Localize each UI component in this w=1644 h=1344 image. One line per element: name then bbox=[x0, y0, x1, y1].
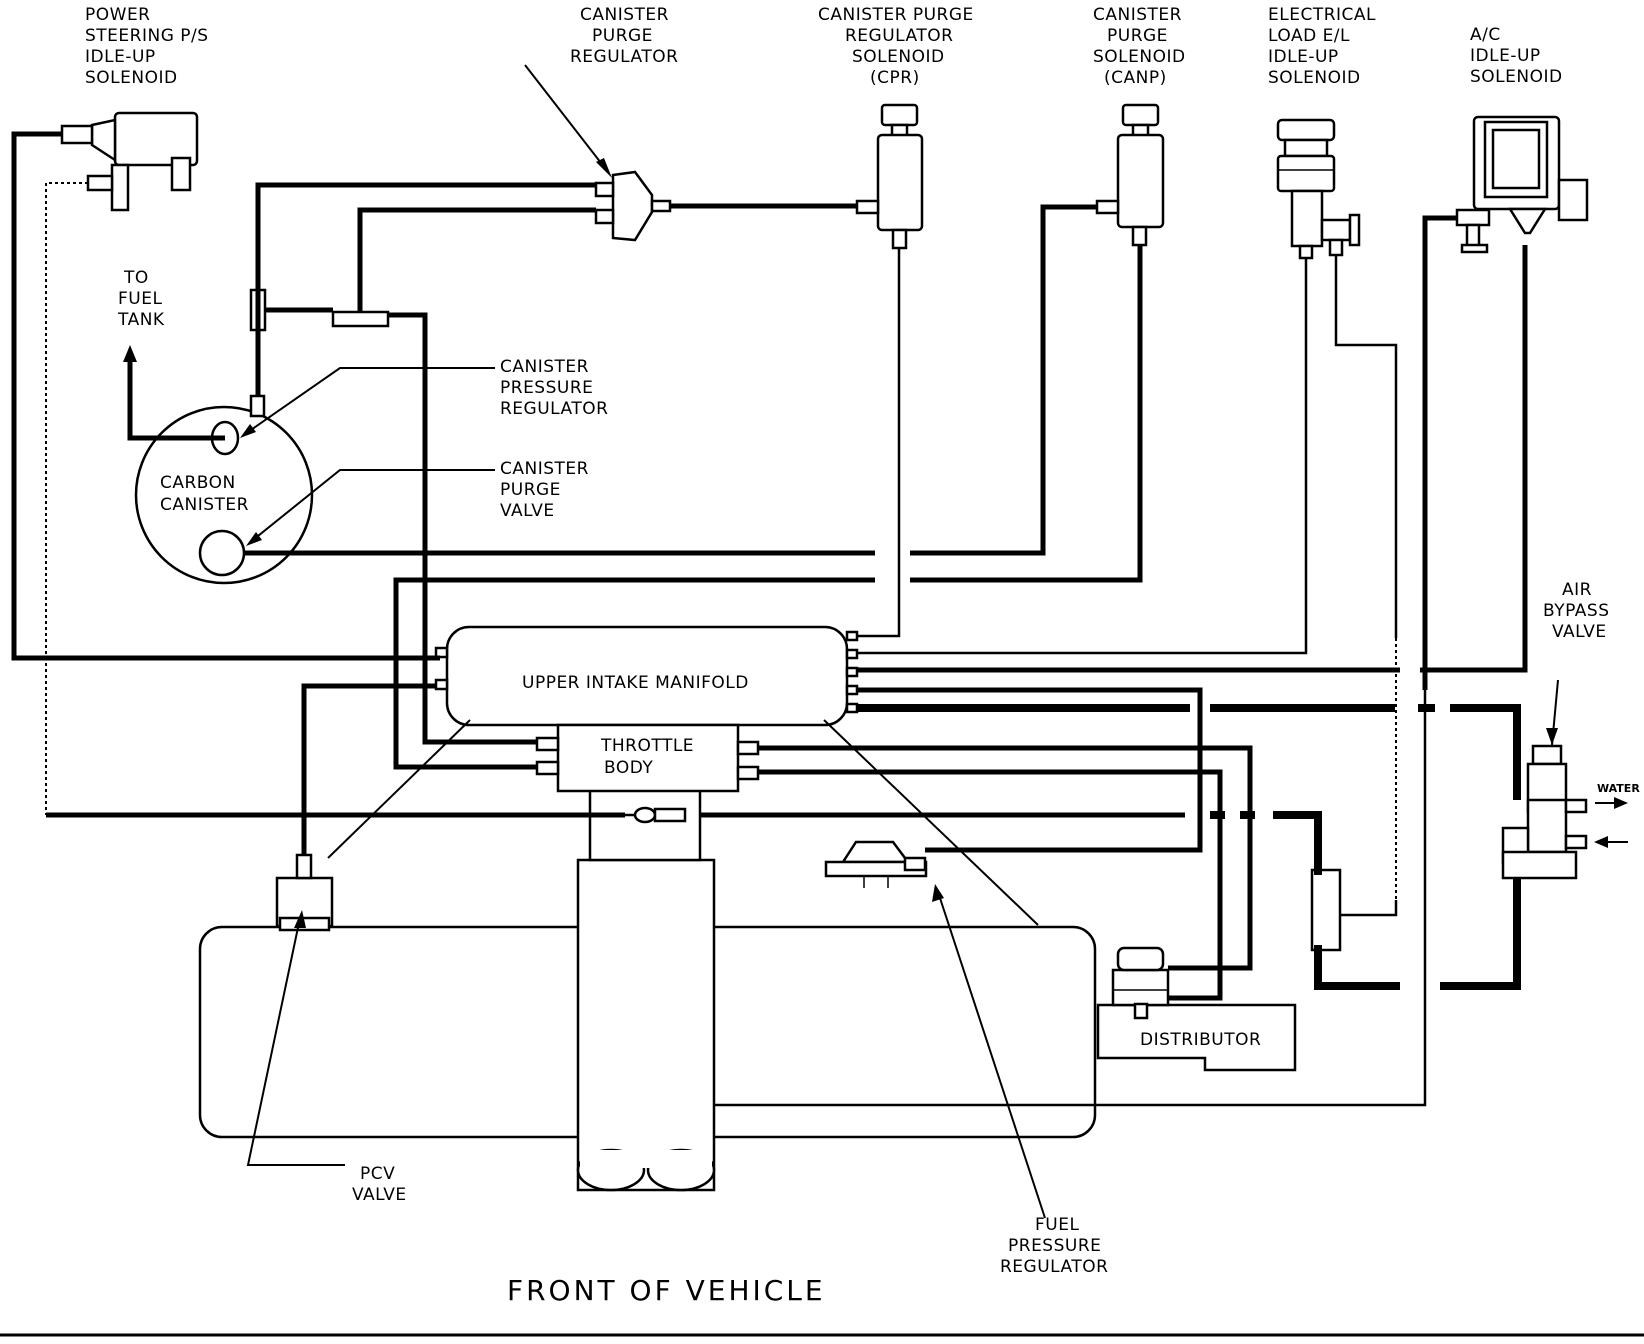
svg-text:POWER: POWER bbox=[85, 5, 151, 25]
label-canister-pressure-regulator: CANISTER PRESSURE REGULATOR bbox=[500, 357, 608, 419]
cpr-solenoid bbox=[855, 103, 924, 250]
svg-text:CANISTER: CANISTER bbox=[500, 357, 589, 377]
label-to-fuel-tank: TO FUEL TANK bbox=[117, 268, 165, 330]
carbon-canister: CARBON CANISTER bbox=[134, 394, 314, 585]
throttle-body-label-2: BODY bbox=[604, 758, 653, 778]
svg-text:TANK: TANK bbox=[117, 310, 165, 330]
svg-text:(CPR): (CPR) bbox=[870, 68, 920, 88]
svg-text:SOLENOID: SOLENOID bbox=[85, 68, 178, 88]
label-ps-idle-up-solenoid: POWER STEERING P/S IDLE-UP SOLENOID bbox=[85, 5, 209, 88]
canister-purge-regulator bbox=[594, 170, 672, 242]
svg-text:PURGE: PURGE bbox=[500, 480, 561, 500]
intake-tube-mask bbox=[580, 1150, 712, 1168]
throttle-body bbox=[556, 723, 740, 793]
label-cpr-solenoid: CANISTER PURGE REGULATOR SOLENOID (CPR) bbox=[818, 5, 974, 88]
distributor-label: DISTRIBUTOR bbox=[1140, 1030, 1261, 1050]
svg-text:SOLENOID: SOLENOID bbox=[852, 47, 945, 67]
svg-text:VALVE: VALVE bbox=[1552, 622, 1607, 642]
svg-text:(CANP): (CANP) bbox=[1104, 68, 1167, 88]
svg-text:REGULATOR: REGULATOR bbox=[570, 47, 678, 67]
manifold-ports bbox=[434, 630, 859, 781]
ps-idle-up-solenoid bbox=[60, 111, 199, 212]
canp-solenoid bbox=[1095, 103, 1165, 247]
el-idle-up-solenoid bbox=[1276, 118, 1361, 260]
svg-text:VALVE: VALVE bbox=[352, 1185, 407, 1205]
svg-text:REGULATOR: REGULATOR bbox=[1000, 1257, 1108, 1277]
carbon-canister-label-1: CARBON bbox=[160, 473, 236, 493]
label-ac-idle-up-solenoid: A/C IDLE-UP SOLENOID bbox=[1470, 25, 1563, 87]
label-water: WATER bbox=[1597, 782, 1640, 795]
svg-text:IDLE-UP: IDLE-UP bbox=[85, 47, 156, 67]
throttle-sensor bbox=[633, 806, 687, 824]
leader-lines bbox=[240, 64, 1628, 1219]
label-pcv-valve: PCV VALVE bbox=[352, 1164, 407, 1205]
svg-text:PRESSURE: PRESSURE bbox=[1008, 1236, 1101, 1256]
throttle-body-label-1: THROTTLE bbox=[600, 736, 694, 756]
svg-text:CANISTER: CANISTER bbox=[1093, 5, 1182, 25]
label-canp-solenoid: CANISTER PURGE SOLENOID (CANP) bbox=[1093, 5, 1186, 88]
svg-text:IDLE-UP: IDLE-UP bbox=[1470, 46, 1541, 66]
svg-text:A/C: A/C bbox=[1470, 25, 1501, 45]
fuel-pressure-regulator bbox=[824, 840, 928, 888]
vacuum-hoses bbox=[11, 131, 1528, 1107]
pcv-valve bbox=[275, 853, 334, 932]
svg-text:REGULATOR: REGULATOR bbox=[500, 399, 608, 419]
svg-text:CANISTER: CANISTER bbox=[500, 459, 589, 479]
svg-text:FUEL: FUEL bbox=[1035, 1215, 1079, 1235]
carbon-canister-label-2: CANISTER bbox=[160, 495, 249, 515]
tee-right bbox=[1310, 868, 1342, 952]
svg-text:SOLENOID: SOLENOID bbox=[1093, 47, 1186, 67]
ac-idle-up-solenoid bbox=[1455, 115, 1589, 254]
svg-text:PURGE: PURGE bbox=[592, 26, 653, 46]
air-bypass-valve bbox=[1501, 744, 1588, 880]
upper-intake-manifold-label: UPPER INTAKE MANIFOLD bbox=[522, 673, 749, 693]
label-el-idle-up-solenoid: ELECTRICAL LOAD E/L IDLE-UP SOLENOID bbox=[1268, 5, 1376, 88]
label-canister-purge-valve: CANISTER PURGE VALVE bbox=[500, 459, 589, 521]
svg-text:SOLENOID: SOLENOID bbox=[1470, 67, 1563, 87]
distributor: DISTRIBUTOR bbox=[1096, 946, 1297, 1072]
svg-text:ELECTRICAL: ELECTRICAL bbox=[1268, 5, 1376, 25]
svg-text:FUEL: FUEL bbox=[118, 289, 162, 309]
svg-text:CANISTER PURGE: CANISTER PURGE bbox=[818, 5, 974, 25]
svg-text:CANISTER: CANISTER bbox=[580, 5, 669, 25]
svg-text:BYPASS: BYPASS bbox=[1543, 601, 1610, 621]
label-canister-purge-regulator: CANISTER PURGE REGULATOR bbox=[570, 5, 678, 67]
throttle-neck bbox=[588, 788, 702, 862]
svg-text:TO: TO bbox=[123, 268, 149, 288]
svg-text:REGULATOR: REGULATOR bbox=[845, 26, 953, 46]
label-air-bypass-valve: AIR BYPASS VALVE bbox=[1543, 580, 1610, 642]
air-intake-tube bbox=[576, 858, 716, 1192]
svg-text:STEERING P/S: STEERING P/S bbox=[85, 26, 209, 46]
svg-text:IDLE-UP: IDLE-UP bbox=[1268, 47, 1339, 67]
tee-center bbox=[331, 310, 390, 328]
svg-text:SOLENOID: SOLENOID bbox=[1268, 68, 1361, 88]
svg-text:LOAD E/L: LOAD E/L bbox=[1268, 26, 1350, 46]
svg-text:AIR: AIR bbox=[1562, 580, 1592, 600]
svg-text:PRESSURE: PRESSURE bbox=[500, 378, 593, 398]
svg-text:VALVE: VALVE bbox=[500, 501, 555, 521]
svg-text:PURGE: PURGE bbox=[1107, 26, 1168, 46]
label-fuel-pressure-regulator: FUEL PRESSURE REGULATOR bbox=[1000, 1215, 1108, 1277]
svg-text:PCV: PCV bbox=[360, 1164, 395, 1184]
label-front-of-vehicle: FRONT OF VEHICLE bbox=[507, 1274, 826, 1307]
